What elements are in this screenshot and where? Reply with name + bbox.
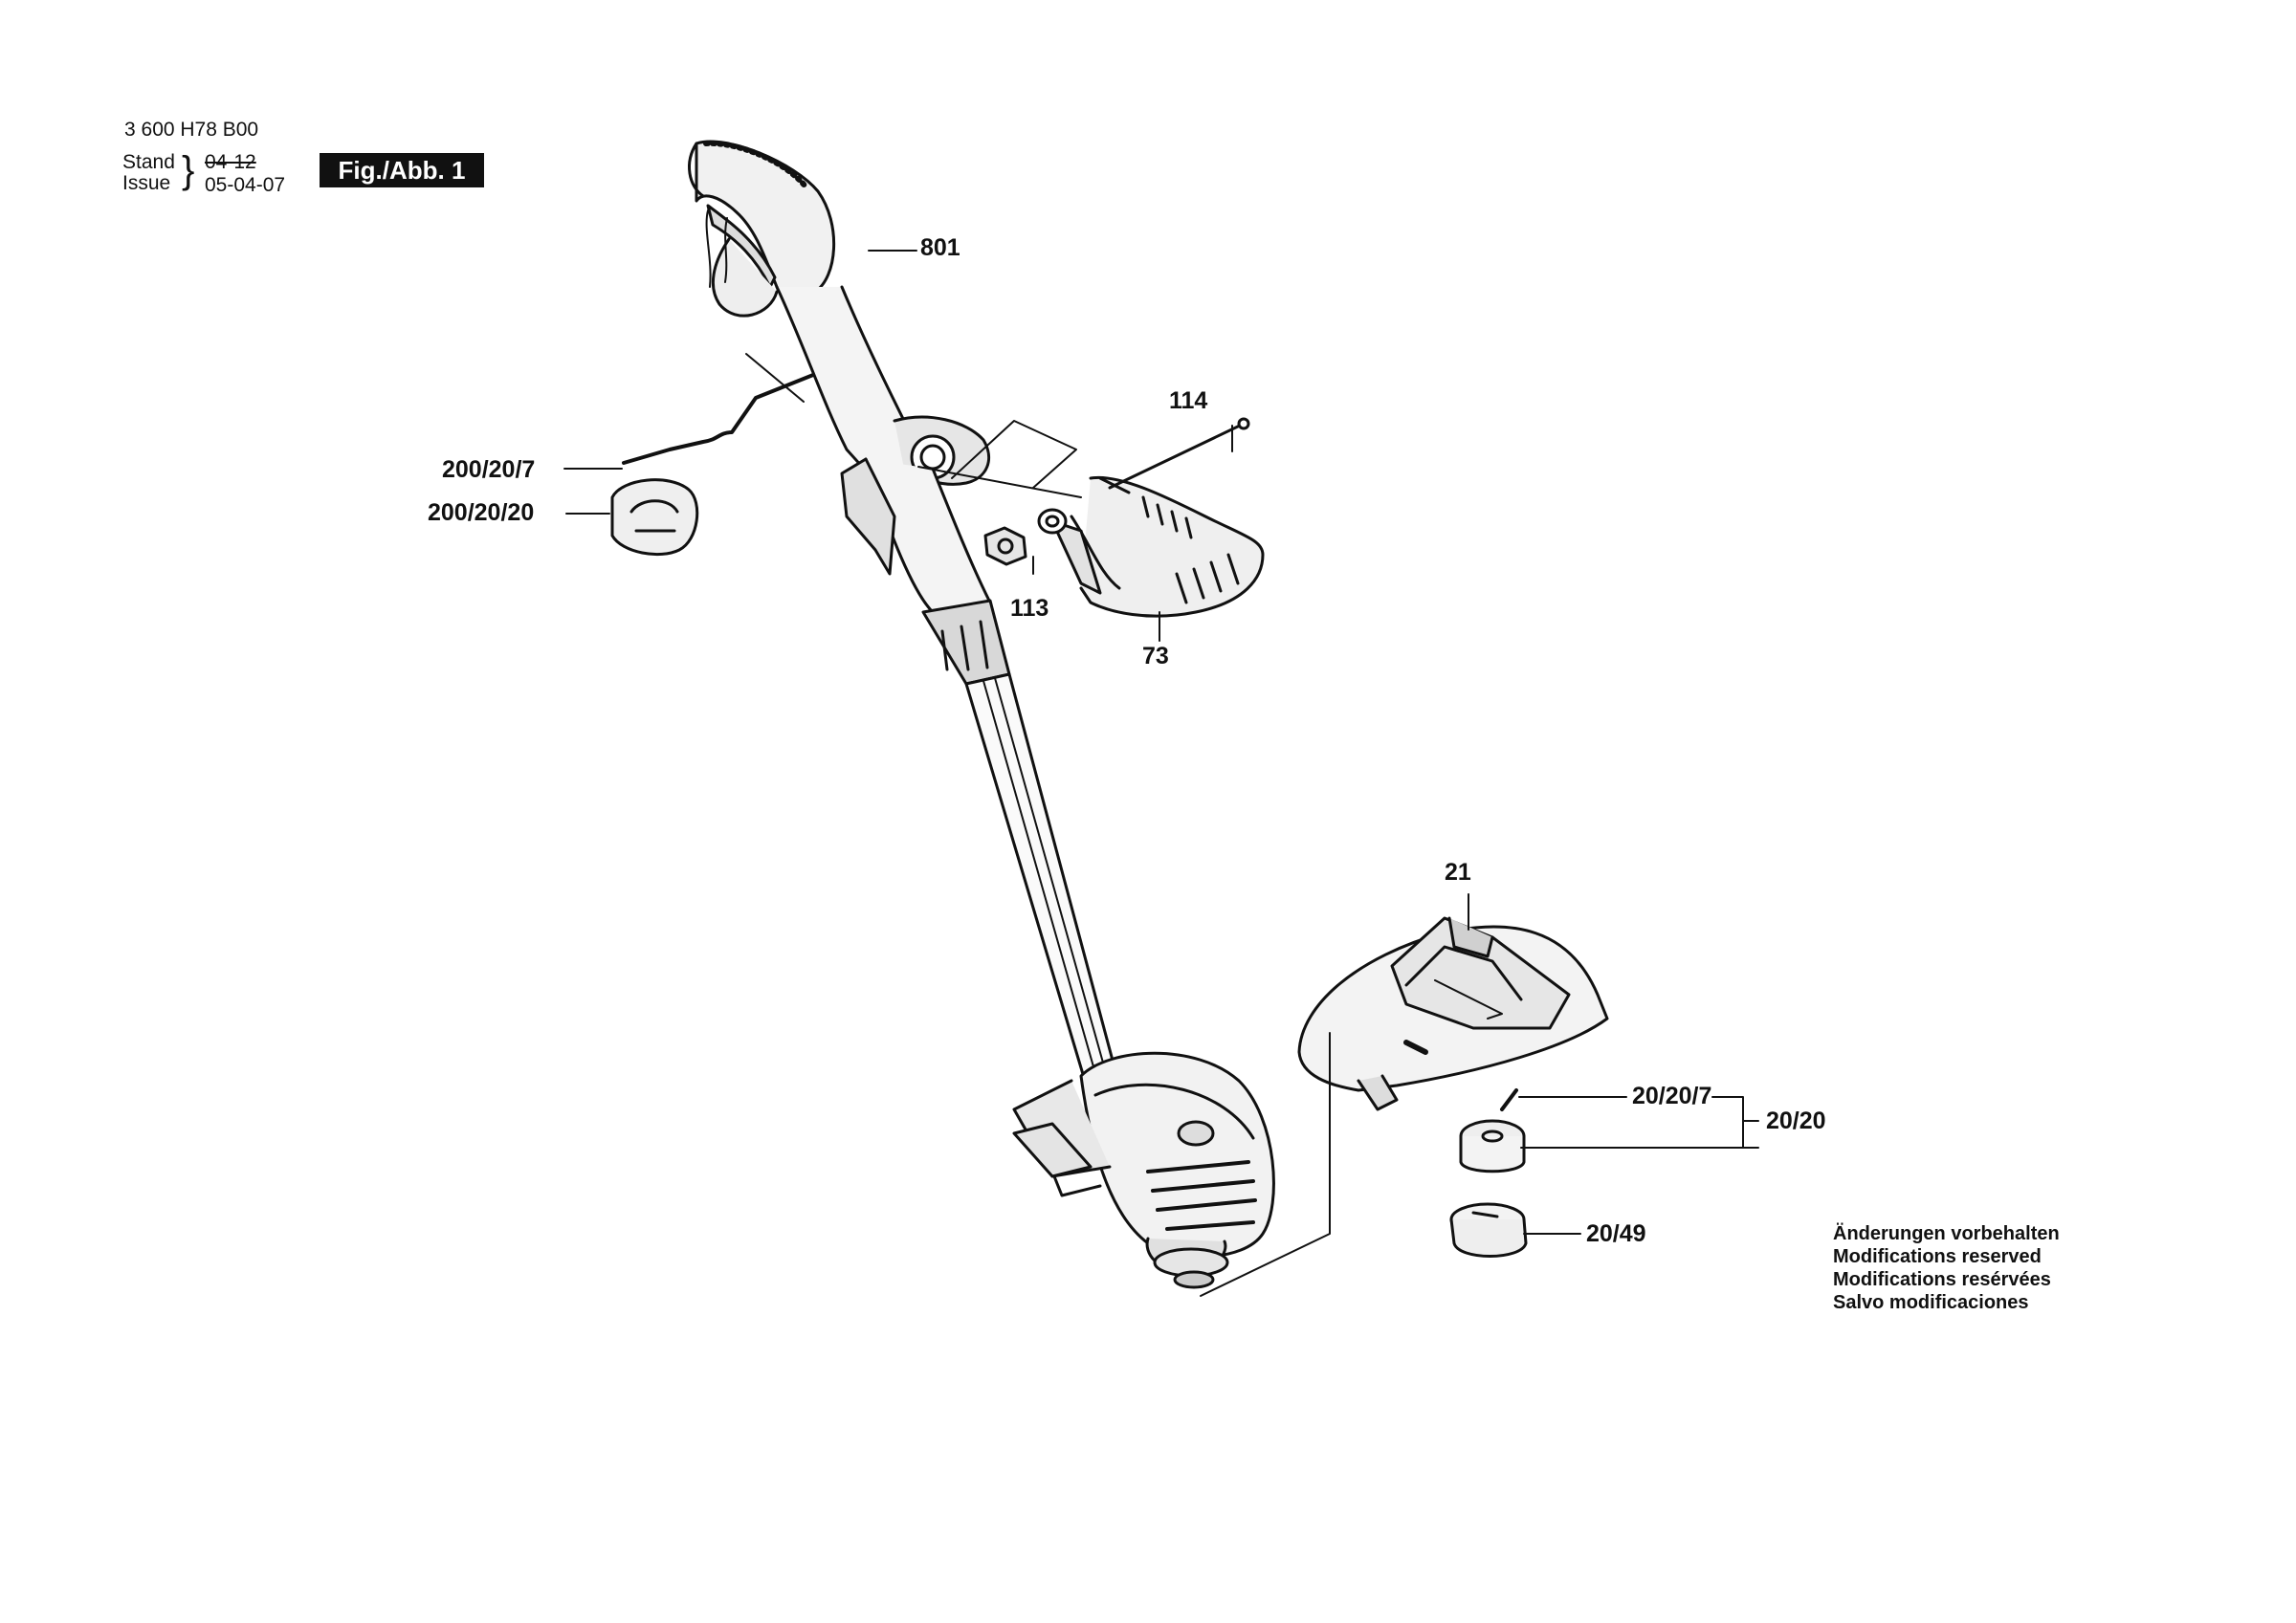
leader-lines [563,250,1759,1297]
note-es: Salvo modificaciones [1833,1292,2029,1313]
label-200-20-20: 200/20/20 [428,499,535,526]
note-de: Änderungen vorbehalten [1833,1223,2060,1244]
note-fr: Modifications resérvées [1833,1269,2051,1290]
clamp-collar-drawing [921,599,1011,686]
part-number: 3 600 H78 B00 [124,119,259,141]
aux-handle-drawing [1050,475,1265,618]
main-handle-drawing [688,140,992,614]
bolt-drawing [1108,417,1250,490]
label-21: 21 [1445,859,1471,886]
label-114: 114 [1169,387,1208,414]
modifications-note: Änderungen vorbehalten Modifications res… [1833,1222,2060,1314]
issue-date: 05-04-07 [205,174,286,196]
label-73: 73 [1142,643,1169,669]
motor-housing-drawing [1012,1051,1275,1289]
spool-cover-drawing [1449,1202,1528,1258]
old-date-struck: 04-12 [205,151,256,173]
label-200-20-7: 200/20/7 [442,456,536,483]
stand-label: Stand [122,151,175,173]
label-113: 113 [1010,595,1049,622]
label-20-20: 20/20 [1766,1108,1826,1134]
knob-drawing [983,508,1068,566]
label-20-20-7: 20/20/7 [1632,1083,1712,1109]
spool-cap-drawing [610,478,699,557]
label-20-49: 20/49 [1586,1220,1646,1247]
edge-guide-drawing [1012,1122,1093,1178]
label-801: 801 [920,234,960,261]
brace-glyph: } [182,149,195,191]
note-en: Modifications reserved [1833,1246,2042,1267]
wire-drawing [622,373,815,465]
guard-drawing [1297,916,1609,1111]
spool-drawing [1459,1088,1526,1173]
shaft-drawing [964,672,1121,1102]
issue-label: Issue [122,172,171,194]
figure-badge: Fig./Abb. 1 [320,153,484,187]
